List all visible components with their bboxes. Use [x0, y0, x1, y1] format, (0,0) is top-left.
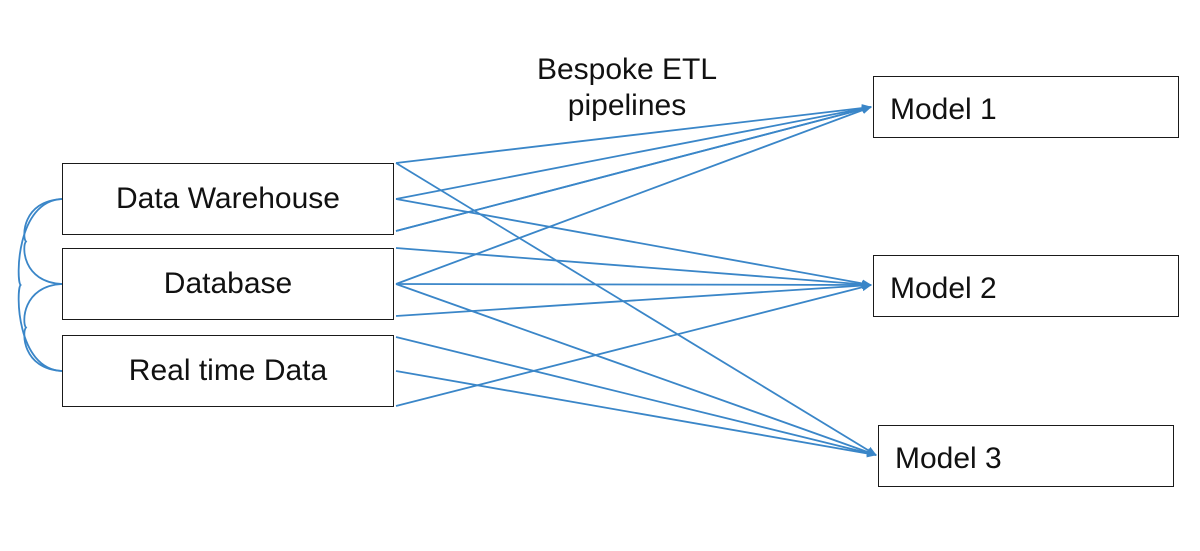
pipeline-arrow-database-to-model-3	[395, 283, 877, 456]
pipeline-label: Bespoke ETL pipelines	[500, 52, 754, 124]
real-time-data-label: Real time Data	[128, 354, 328, 387]
pipeline-arrow-realtime-to-model-2	[395, 283, 872, 407]
pipeline-arrow-warehouse-to-model-1	[395, 104, 872, 164]
data-warehouse-box: Data Warehouse	[62, 163, 394, 235]
source-links	[17, 198, 63, 372]
source-link-database-to-realtime	[23, 283, 63, 372]
model-2-box: Model 2	[873, 255, 1179, 317]
pipeline-label-line-2: pipelines	[567, 89, 687, 122]
model-2-label: Model 2	[890, 272, 997, 305]
pipeline-arrow-database-to-model-1	[395, 106, 872, 285]
pipeline-arrow-database-to-model-2	[395, 284, 872, 317]
pipeline-arrow-warehouse-to-model-1	[395, 106, 872, 200]
model-3-box: Model 3	[878, 425, 1174, 487]
source-link-warehouse-to-realtime	[17, 198, 63, 372]
pipeline-arrow-warehouse-to-model-3	[395, 162, 877, 456]
model-3-label: Model 3	[895, 442, 1002, 475]
database-box: Database	[62, 248, 394, 320]
pipeline-arrow-realtime-to-model-3	[395, 370, 877, 458]
pipeline-arrow-realtime-to-model-3	[395, 336, 877, 456]
pipeline-label-line-1: Bespoke ETL	[536, 53, 718, 86]
model-1-label: Model 1	[890, 93, 997, 126]
model-1-box: Model 1	[873, 76, 1179, 138]
database-label: Database	[163, 267, 293, 300]
source-link-warehouse-to-database	[23, 198, 63, 285]
real-time-data-box: Real time Data	[62, 335, 394, 407]
data-warehouse-label: Data Warehouse	[115, 182, 340, 215]
pipeline-arrow-database-to-model-2	[395, 247, 872, 286]
pipeline-arrow-database-to-model-2	[395, 280, 872, 289]
pipeline-arrow-realtime-to-model-1	[395, 105, 872, 232]
pipeline-arrow-warehouse-to-model-2	[395, 198, 872, 288]
etl-pipelines	[395, 104, 877, 458]
